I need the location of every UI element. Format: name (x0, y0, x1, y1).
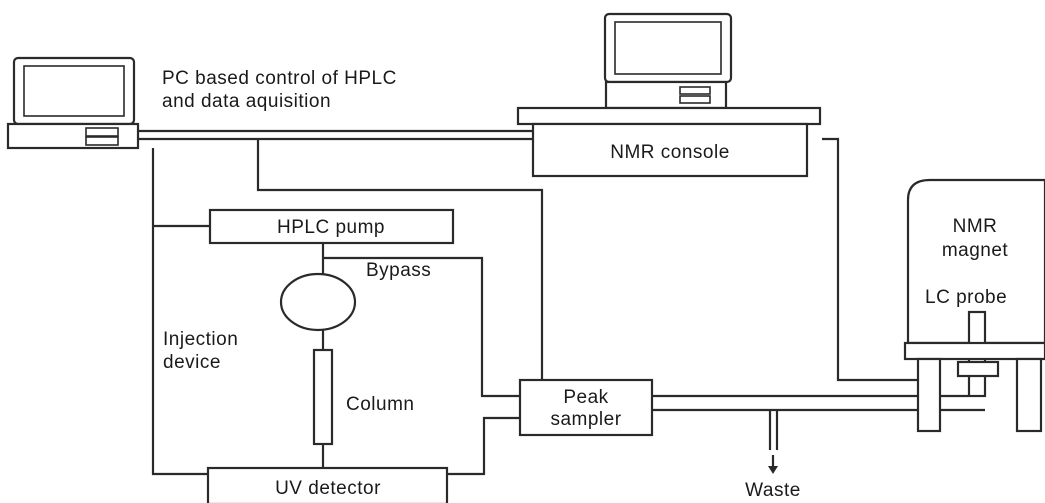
peak-sampler-label-line1: Peak (563, 387, 608, 408)
hplc-pump-label: HPLC pump (277, 217, 385, 238)
column-label: Column (346, 394, 414, 415)
injection-label-line1: Injection (163, 329, 238, 350)
column-tube (312, 348, 334, 446)
waste-label: Waste (745, 480, 801, 501)
lc-probe-label: LC probe (925, 287, 1007, 308)
hplc-pump-box (208, 208, 455, 245)
peak-sampler-label-line2: sampler (550, 409, 621, 430)
waste-arrow-icon (768, 455, 778, 474)
peak-sampler-box (518, 378, 654, 437)
magnet-base-plate (903, 341, 1045, 361)
nmr-magnet-label-line1: NMR (953, 216, 998, 237)
nmr-console-box (531, 122, 809, 178)
nmr-console-label: NMR console (610, 142, 730, 163)
uv-detector-box (206, 466, 449, 503)
pc-caption-line2: and data aquisition (162, 91, 331, 112)
injection-valve (279, 272, 357, 332)
uv-detector-label: UV detector (275, 478, 381, 499)
pc-computer-icon (6, 56, 140, 150)
magnet-legs (916, 357, 1043, 433)
nmr-console-top (516, 106, 822, 126)
pc-caption-line1: PC based control of HPLC (162, 68, 397, 89)
nmr-magnet-body (906, 178, 1045, 345)
injection-label-line2: device (163, 352, 221, 373)
nmr-computer-icon (603, 12, 733, 110)
nmr-magnet-label-line2: magnet (942, 240, 1009, 261)
bypass-label: Bypass (366, 260, 431, 281)
